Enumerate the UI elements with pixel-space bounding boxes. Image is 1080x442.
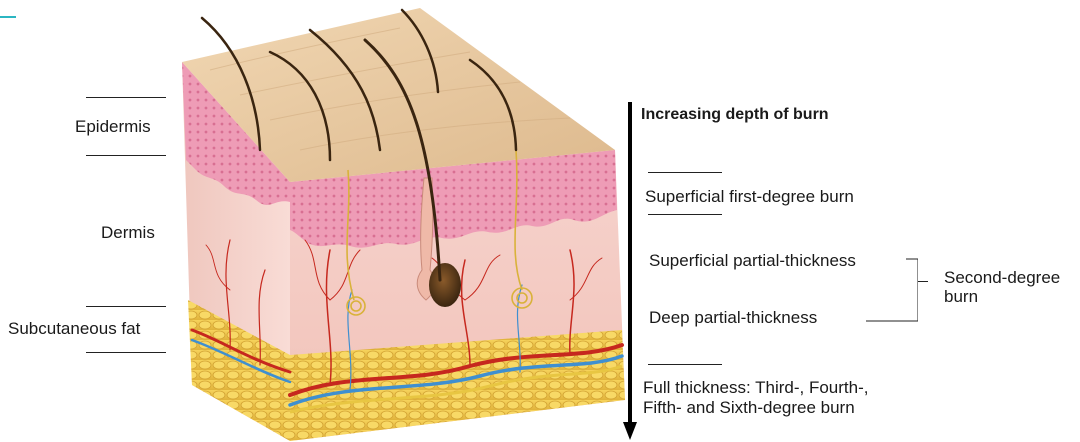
superficial-bottom-rule <box>648 214 722 215</box>
hair-bulb <box>429 263 461 307</box>
superficial-burn-label: Superficial first-degree burn <box>645 187 854 207</box>
dermis-fat-rule <box>86 306 166 307</box>
second-degree-tick <box>918 281 928 282</box>
dermis-label: Dermis <box>101 223 155 243</box>
skin-cross-section-illustration <box>170 0 640 441</box>
superficial-partial-label: Superficial partial-thickness <box>649 251 856 271</box>
second-degree-bracket <box>858 253 918 325</box>
depth-arrow <box>622 102 638 442</box>
accent-mark <box>0 16 16 18</box>
fat-bottom-rule <box>86 352 166 353</box>
deep-partial-label: Deep partial-thickness <box>649 308 817 328</box>
full-thickness-label-line1: Full thickness: Third-, Fourth-, <box>643 378 868 397</box>
epidermis-rule <box>86 97 166 98</box>
subcutaneous-fat-label: Subcutaneous fat <box>8 319 140 339</box>
epidermis-label: Epidermis <box>75 117 151 137</box>
superficial-top-rule <box>648 172 722 173</box>
full-thickness-label-line2: Fifth- and Sixth-degree burn <box>643 398 855 417</box>
second-degree-label-line1: Second-degree <box>944 268 1060 287</box>
depth-axis-title: Increasing depth of burn <box>641 105 829 125</box>
second-degree-label-line2: burn <box>944 287 978 306</box>
epidermis-dermis-rule <box>86 155 166 156</box>
full-thickness-rule <box>648 364 722 365</box>
